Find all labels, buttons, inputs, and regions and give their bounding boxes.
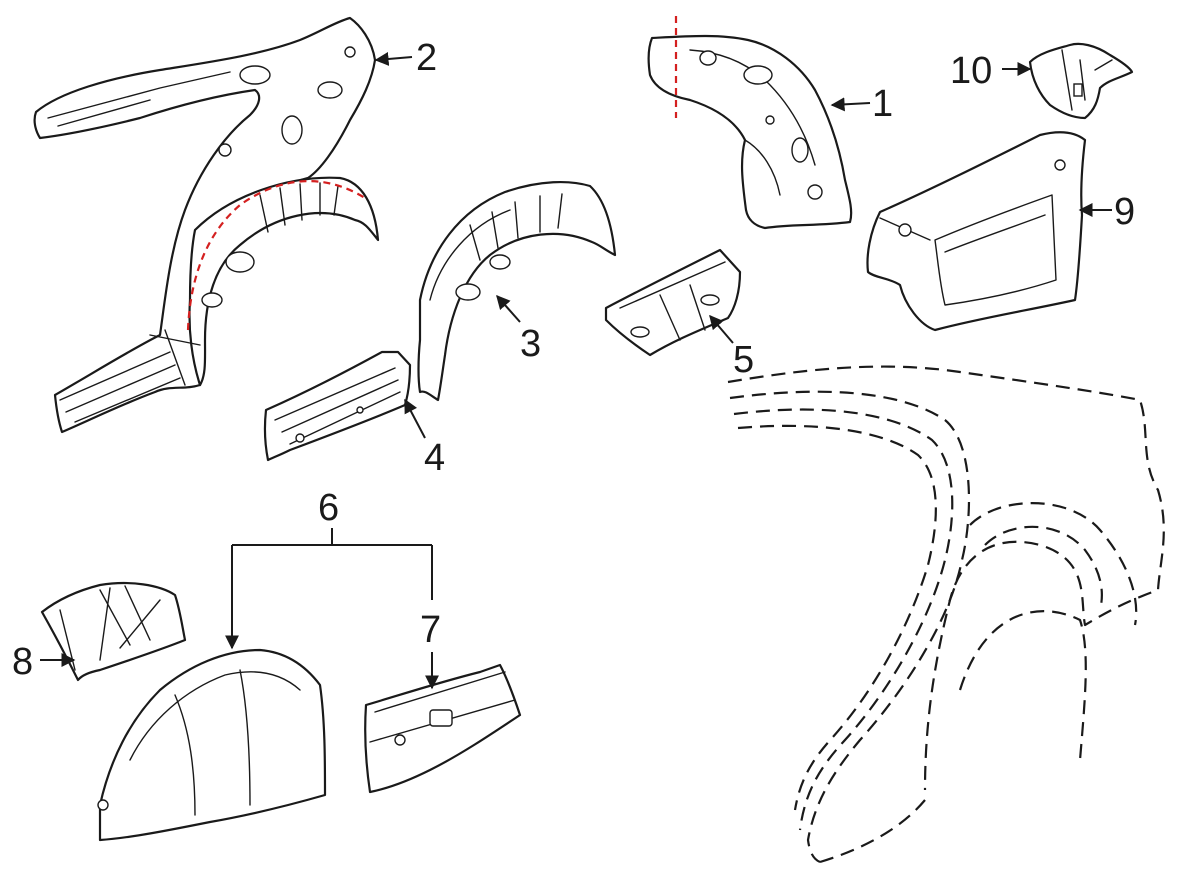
part-3-wheelhouse-outer[interactable] xyxy=(417,180,617,402)
part-1-quarter-inner-pillar[interactable] xyxy=(647,16,853,230)
part-8-panel[interactable] xyxy=(40,581,187,682)
part-2-inner-quarter-panel[interactable] xyxy=(33,16,380,434)
callout-6: 6 xyxy=(318,487,339,529)
part-4-quarter-extension[interactable] xyxy=(263,350,412,462)
callout-3: 3 xyxy=(520,323,541,365)
leader-5 xyxy=(709,314,734,344)
part-9-quarter-inner-panel[interactable] xyxy=(866,131,1087,332)
callout-7: 7 xyxy=(420,609,441,651)
part-5-reinforcement[interactable] xyxy=(604,248,742,357)
leader-1 xyxy=(830,97,871,112)
callout-6-bracket xyxy=(225,528,433,650)
part-10-bracket[interactable] xyxy=(1028,42,1134,120)
part-6-wheelhouse-inner[interactable] xyxy=(97,648,327,842)
part-7-rocker-extension[interactable] xyxy=(364,663,522,794)
leader-3 xyxy=(496,294,521,323)
leader-4 xyxy=(404,398,426,439)
callout-2: 2 xyxy=(416,37,437,79)
callout-5: 5 xyxy=(733,339,754,381)
leader-2 xyxy=(374,51,413,66)
callout-10: 10 xyxy=(950,50,992,92)
callout-9: 9 xyxy=(1114,191,1135,233)
callout-8: 8 xyxy=(12,641,33,683)
quarter-panel-ghost-outline xyxy=(727,365,1165,864)
callout-4: 4 xyxy=(424,437,445,479)
leader-arrows xyxy=(40,51,1112,690)
callout-1: 1 xyxy=(872,83,893,125)
callout-labels: 1 2 3 4 5 6 7 8 9 10 xyxy=(12,37,1135,683)
